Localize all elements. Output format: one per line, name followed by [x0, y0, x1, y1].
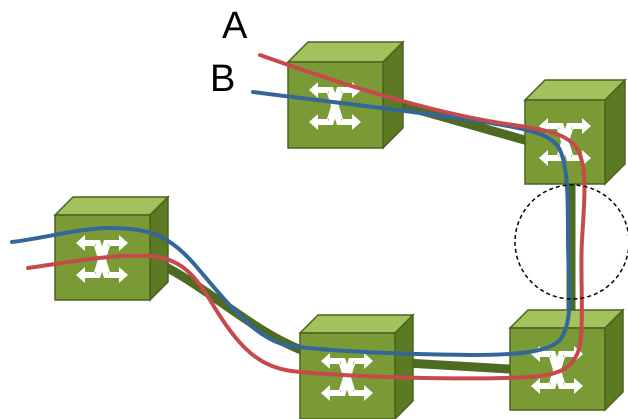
- switch-bottom-middle: [298, 313, 415, 419]
- path-a-line: [26, 53, 587, 381]
- switch-right-lower: [508, 308, 625, 412]
- failure-region-circle: [514, 184, 628, 300]
- switch-left: [53, 195, 170, 302]
- path-a-label: A: [222, 5, 248, 47]
- switch-right-upper: [523, 78, 627, 186]
- path-b-label: B: [210, 58, 235, 100]
